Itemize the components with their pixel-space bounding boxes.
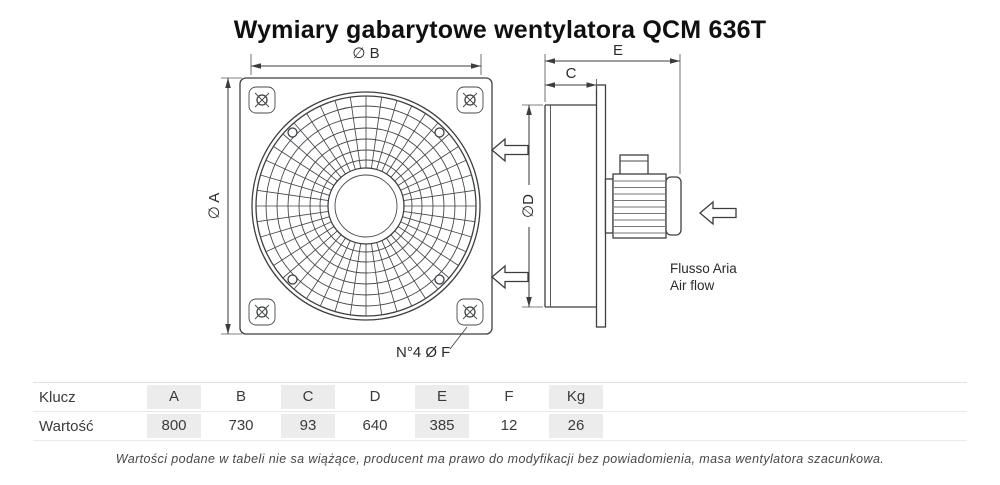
fan-side-view — [544, 84, 682, 328]
motor-fins — [614, 180, 665, 234]
airflow-arrows — [490, 137, 737, 290]
value-b: 730 — [228, 417, 254, 434]
motor-rear-cover — [665, 176, 682, 236]
airflow-label-english: Air flow — [670, 278, 715, 293]
col-header-c: C — [281, 385, 335, 409]
value-kg: 26 — [549, 414, 603, 438]
holes-note: N°4 Ø F — [396, 326, 468, 361]
grille-hub — [327, 167, 405, 245]
value-a: 800 — [147, 414, 201, 438]
airflow-label-italian: Flusso Aria — [670, 261, 737, 276]
dimension-b: ∅ B — [250, 45, 482, 75]
table-value-row: Wartość 800 730 93 640 385 12 26 — [33, 412, 967, 441]
dimension-c: C — [545, 65, 597, 90]
dim-b-label: ∅ B — [352, 45, 379, 62]
dim-a-label: ∅ A — [206, 193, 223, 219]
grille-spokes — [256, 96, 476, 316]
value-e: 385 — [415, 414, 469, 438]
holes-note-label: N°4 Ø F — [396, 344, 450, 361]
motor — [604, 154, 682, 239]
dim-d-label: ∅D — [520, 194, 537, 218]
footer-disclaimer: Wartości podane w tabeli nie sa wiążące,… — [115, 452, 885, 466]
col-header-a: A — [147, 385, 201, 409]
fan-casing — [544, 104, 597, 308]
corner-bolt-holes — [248, 86, 484, 326]
terminal-box — [619, 154, 649, 176]
dimension-diagram: ∅ B ∅ A N°4 Ø F — [206, 45, 737, 361]
dimension-d: ∅D — [520, 104, 543, 308]
dimension-e: E — [544, 45, 681, 174]
flange-plate-edge — [595, 84, 607, 328]
col-header-d: D — [369, 388, 381, 405]
mounting-plate — [239, 77, 493, 335]
dimension-a: ∅ A — [206, 77, 242, 335]
table-header-row: Klucz A B C D E F Kg — [33, 383, 967, 412]
col-header-b: B — [235, 388, 246, 405]
motor-body — [612, 173, 667, 239]
table-key-row-label: Klucz — [39, 388, 76, 406]
airflow-arrow-right — [698, 200, 737, 226]
airflow-arrow-top-left — [490, 137, 529, 163]
fan-grille — [251, 91, 481, 321]
col-header-kg: Kg — [549, 385, 603, 409]
dim-c-label: C — [566, 65, 577, 82]
airflow-arrow-bottom-left — [490, 264, 529, 290]
col-header-f: F — [504, 388, 514, 405]
page-title: Wymiary gabarytowe wentylatora QCM 636T — [233, 16, 767, 44]
table-value-row-label: Wartość — [39, 417, 94, 435]
dim-e-label: E — [613, 45, 623, 59]
value-f: 12 — [500, 417, 518, 434]
col-header-e: E — [415, 385, 469, 409]
value-d: 640 — [362, 417, 388, 434]
fan-front-view — [239, 77, 493, 335]
motor-adapter — [604, 178, 614, 234]
dimension-table: Klucz A B C D E F Kg Wartość 800 730 93 … — [33, 382, 967, 441]
value-c: 93 — [281, 414, 335, 438]
